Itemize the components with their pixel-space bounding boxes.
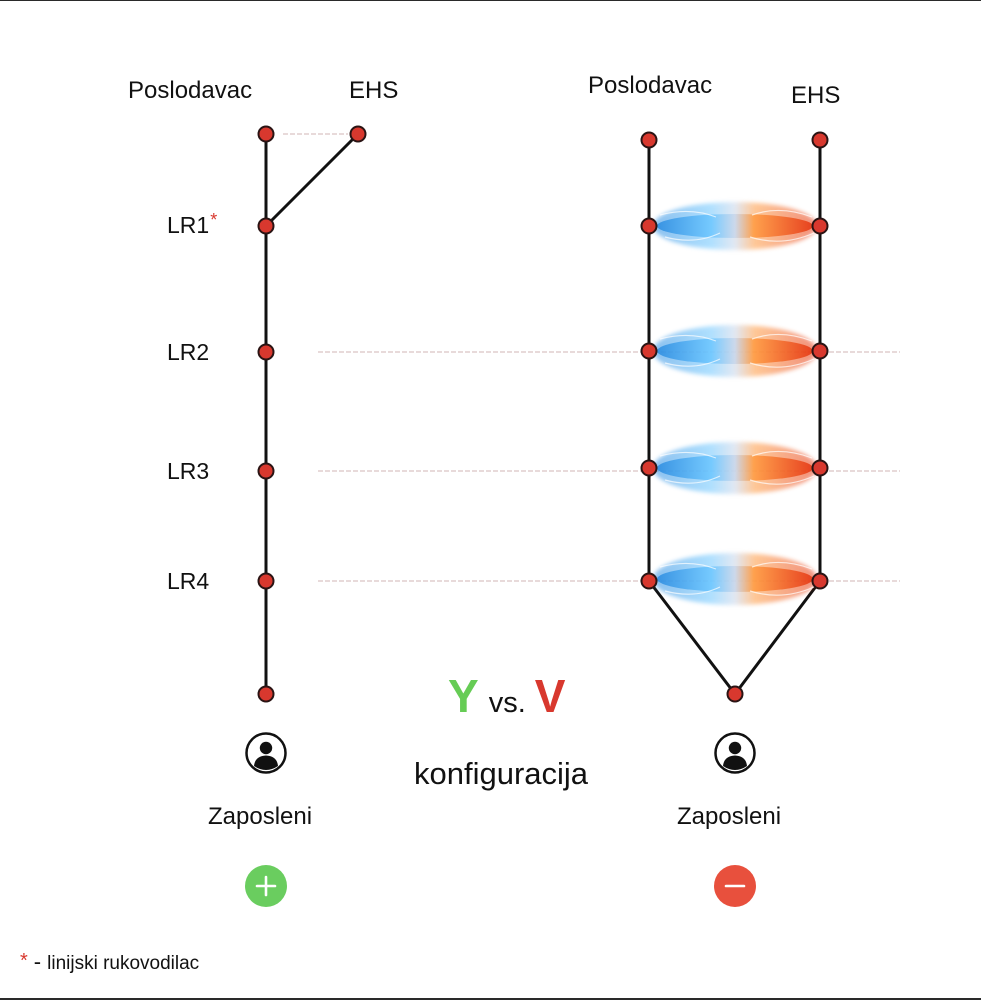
configuration-subtitle: konfiguracija — [414, 756, 589, 791]
v-node-lr1-left — [640, 217, 658, 235]
y-node-lr1 — [257, 217, 275, 235]
v-node-employee — [726, 685, 744, 703]
clash-effect-lr3 — [653, 442, 817, 494]
asterisk-marker: * — [210, 210, 218, 230]
v-node-lr2-right — [811, 342, 829, 360]
clash-effect-lr4 — [653, 553, 817, 605]
y-structure — [264, 132, 360, 694]
y-ehs-label: EHS — [349, 77, 399, 104]
clash-effects — [653, 202, 817, 605]
y-node-employer — [257, 125, 275, 143]
footnote-text: linijski rukovodilac — [47, 953, 200, 974]
level-label-lr1-text: LR1 — [167, 212, 210, 238]
v-node-lr4-right — [811, 572, 829, 590]
level-label-lr4: LR4 — [167, 568, 210, 594]
y-node-employee — [257, 685, 275, 703]
clash-effect-lr2 — [653, 325, 817, 377]
y-node-ehs — [349, 125, 367, 143]
y-node-lr4 — [257, 572, 275, 590]
employee-avatar-icon — [714, 732, 756, 774]
v-node-ehs — [811, 131, 829, 149]
y-employer-label: Poslodavac — [128, 77, 253, 104]
vs-text: vs. — [488, 687, 526, 719]
level-label-lr1: LR1* — [167, 211, 217, 238]
y-employee-label: Zaposleni — [208, 803, 313, 830]
footnote: *-linijski rukovodilac — [20, 949, 200, 974]
v-node-lr1-right — [811, 217, 829, 235]
plus-circle-icon — [245, 865, 287, 907]
clash-effect-lr1 — [653, 202, 817, 250]
y-node-lr3 — [257, 462, 275, 480]
v-employee-label: Zaposleni — [677, 803, 782, 830]
v-node-employer — [640, 131, 658, 149]
v-node-lr3-right — [811, 459, 829, 477]
v-node-lr4-left — [640, 572, 658, 590]
y-node-lr2 — [257, 343, 275, 361]
minus-circle-icon — [714, 865, 756, 907]
employee-avatar-icon — [245, 732, 287, 774]
v-node-lr3-left — [640, 459, 658, 477]
level-label-lr3: LR3 — [167, 458, 210, 484]
v-letter: V — [534, 670, 566, 722]
nodes — [257, 125, 829, 703]
y-ehs-branch — [264, 132, 360, 228]
v-ehs-label: EHS — [791, 82, 841, 109]
level-label-lr2: LR2 — [167, 339, 210, 365]
footnote-asterisk: * — [20, 950, 28, 972]
v-employer-label: Poslodavac — [588, 72, 713, 99]
y-letter: Y — [448, 670, 479, 722]
v-node-lr2-left — [640, 342, 658, 360]
footnote-dash: - — [33, 949, 42, 974]
